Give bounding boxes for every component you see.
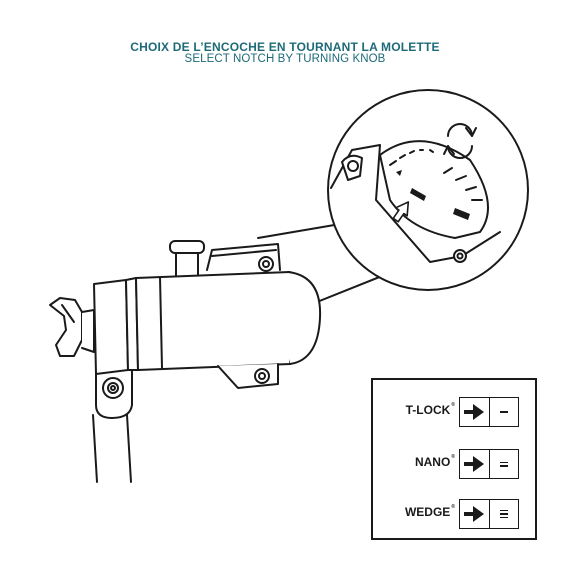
notch-marks-1 xyxy=(490,398,518,426)
top-bracket xyxy=(206,243,281,272)
legend-label: WEDGE® xyxy=(404,504,455,519)
magnified-knob xyxy=(330,123,501,263)
notch-legend: T-LOCK® NANO® WEDGE® xyxy=(371,378,537,540)
title-french: CHOIX DE L’ENCOCHE EN TOURNANT LA MOLETT… xyxy=(130,40,440,54)
legend-label: NANO® xyxy=(414,454,455,469)
notch-indicator xyxy=(459,449,519,479)
legend-label: T-LOCK® xyxy=(405,402,455,417)
notch-marks-2 xyxy=(490,450,518,478)
legend-row-wedge: WEDGE® xyxy=(373,493,535,533)
collar-outer xyxy=(93,279,129,375)
right-arrow-icon xyxy=(463,404,484,420)
legend-row-tlock: T-LOCK® xyxy=(373,391,535,431)
right-arrow-icon xyxy=(463,456,484,472)
legend-row-nano: NANO® xyxy=(373,443,535,483)
notch-indicator xyxy=(459,499,519,529)
clamp xyxy=(49,297,95,357)
title-english: SELECT NOTCH BY TURNING KNOB xyxy=(184,53,386,65)
body-end xyxy=(287,271,322,365)
pole xyxy=(92,414,132,483)
notch-indicator xyxy=(459,397,519,427)
rotate-arrows-icon xyxy=(443,123,477,159)
notch-marks-3 xyxy=(490,500,518,528)
top-cap xyxy=(169,240,205,279)
right-arrow-icon xyxy=(463,506,484,522)
bottom-bracket xyxy=(217,363,279,389)
pointer-arrow-icon xyxy=(392,201,410,223)
